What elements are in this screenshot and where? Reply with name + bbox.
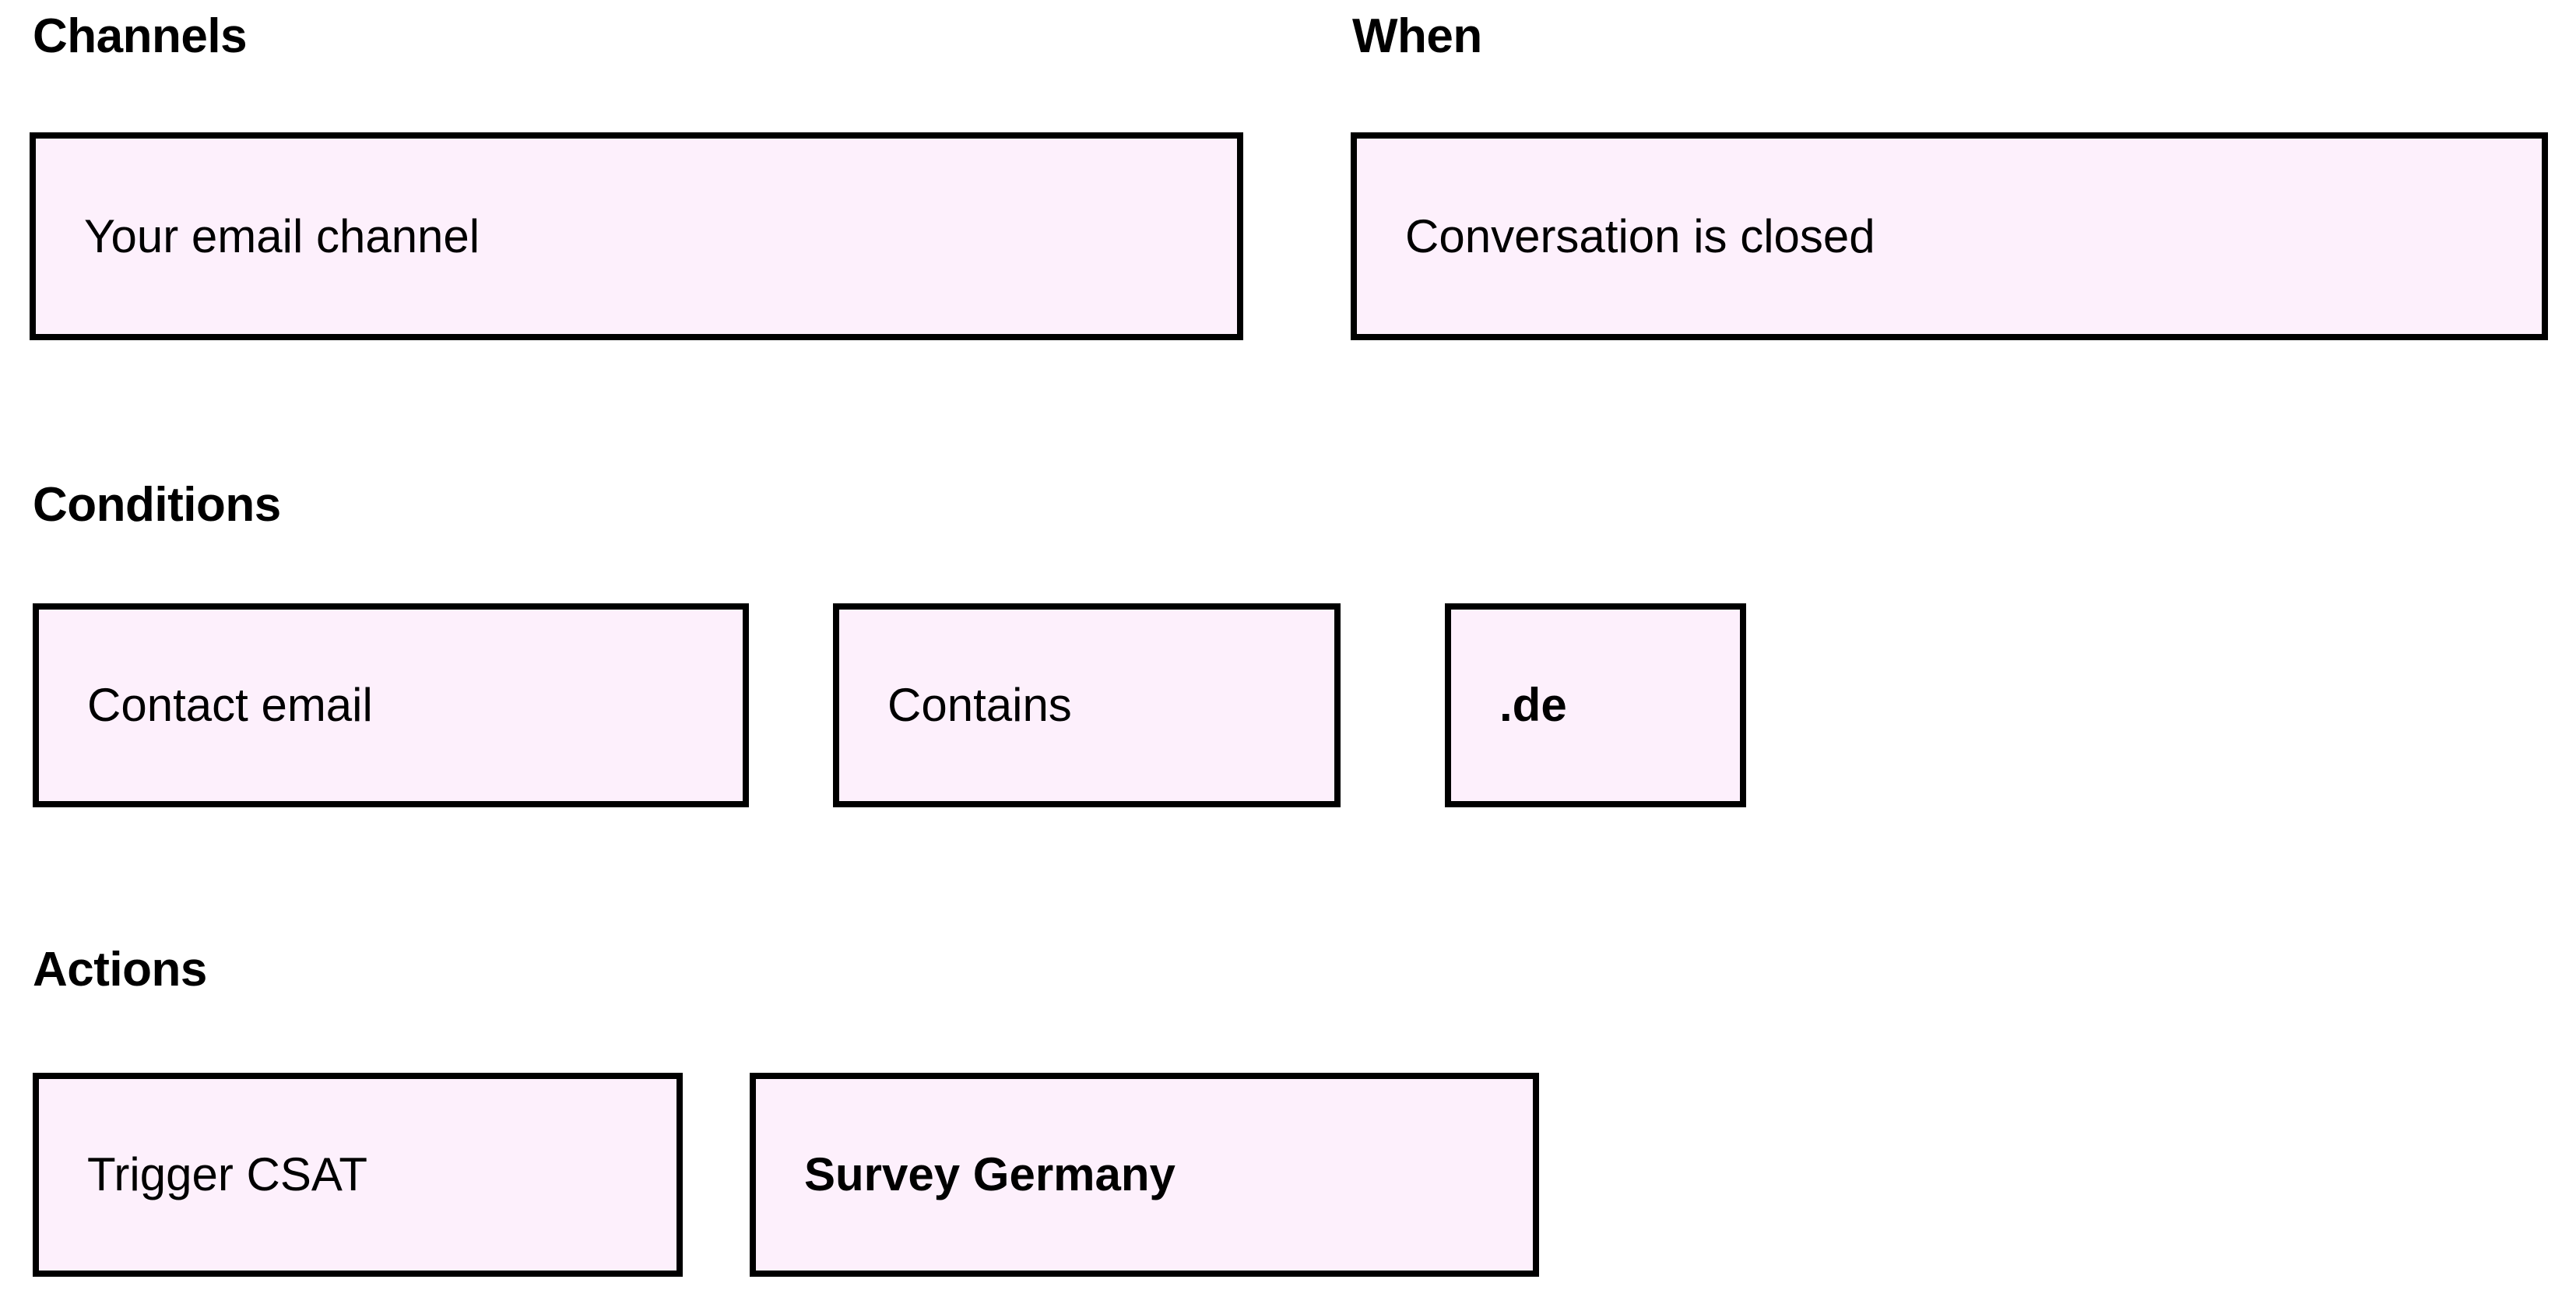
- chip-your-email-channel[interactable]: Your email channel: [30, 132, 1243, 340]
- chip-label: Contact email: [87, 679, 373, 731]
- chip-label: Trigger CSAT: [87, 1148, 368, 1200]
- chip-label: Survey Germany: [804, 1148, 1176, 1200]
- section-heading-when: When: [1352, 9, 1482, 63]
- chip-label: Your email channel: [84, 209, 480, 262]
- section-heading-actions: Actions: [33, 943, 207, 996]
- chip-label: .de: [1499, 679, 1567, 731]
- chip-contains[interactable]: Contains: [833, 603, 1341, 807]
- chip-contact-email[interactable]: Contact email: [33, 603, 749, 807]
- chip-label: Conversation is closed: [1405, 209, 1875, 262]
- section-heading-conditions: Conditions: [33, 478, 281, 532]
- chip-de-value[interactable]: .de: [1445, 603, 1746, 807]
- chip-trigger-csat[interactable]: Trigger CSAT: [33, 1073, 683, 1277]
- section-heading-channels: Channels: [33, 9, 248, 63]
- chip-survey-germany[interactable]: Survey Germany: [750, 1073, 1539, 1277]
- chip-label: Contains: [887, 679, 1072, 731]
- chip-conversation-is-closed[interactable]: Conversation is closed: [1351, 132, 2548, 340]
